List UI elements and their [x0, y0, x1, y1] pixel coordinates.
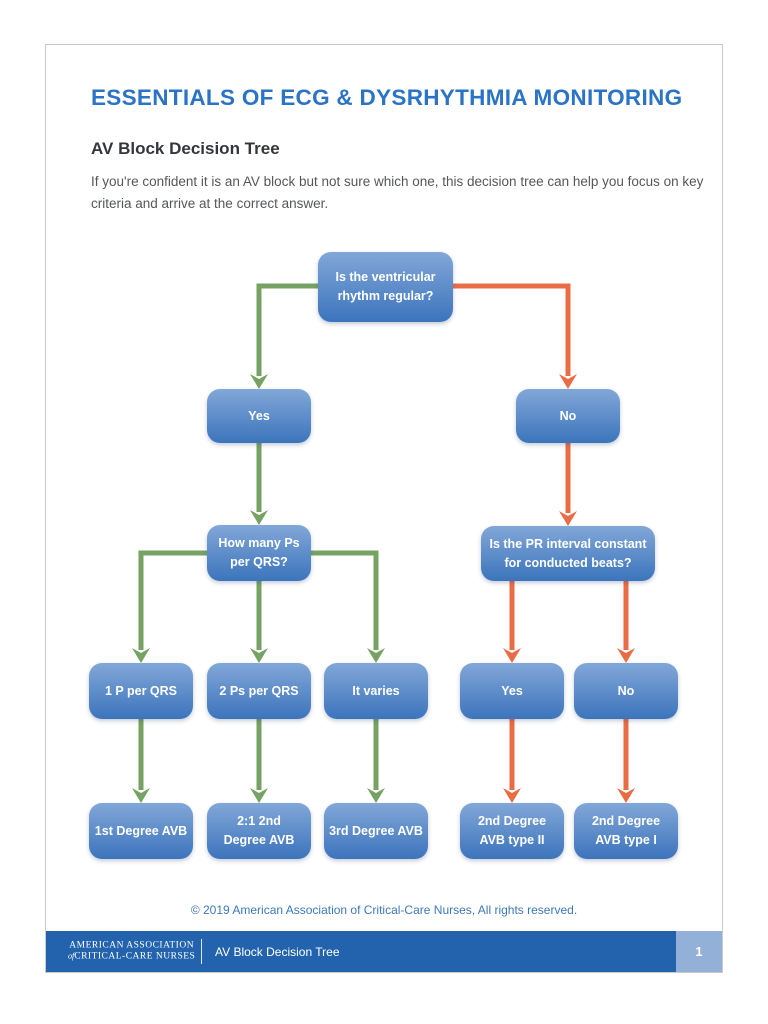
node-yes-regular: Yes	[207, 389, 311, 443]
arrowhead	[250, 788, 268, 803]
section-heading: AV Block Decision Tree	[91, 139, 280, 158]
footer-divider	[201, 939, 202, 964]
aacn-logo: AMERICAN ASSOCIATION ofCRITICAL-CARE NUR…	[68, 940, 195, 963]
node-21-second-degree-avb: 2:1 2nd Degree AVB	[207, 803, 311, 859]
page-number-badge: 1	[676, 931, 722, 972]
page-title: ESSENTIALS OF ECG & DYSRHYTHMIA MONITORI…	[91, 85, 683, 110]
node-no-irregular: No	[516, 389, 620, 443]
node-no-pr-constant: No	[574, 663, 678, 719]
decision-tree: Is the ventricular rhythm regular? Yes N…	[46, 45, 722, 972]
arrowhead	[132, 648, 150, 663]
arrowhead	[617, 788, 635, 803]
arrowhead	[250, 648, 268, 663]
node-how-many-ps: How many Ps per QRS?	[207, 525, 311, 581]
arrowhead	[559, 511, 577, 526]
footer-bar: AMERICAN ASSOCIATION ofCRITICAL-CARE NUR…	[46, 931, 722, 972]
node-one-p-per-qrs: 1 P per QRS	[89, 663, 193, 719]
node-second-degree-type-ii: 2nd Degree AVB type II	[460, 803, 564, 859]
arrowhead	[132, 788, 150, 803]
arrowhead	[367, 648, 385, 663]
footer-doc-title: AV Block Decision Tree	[215, 944, 340, 959]
copyright-text: © 2019 American Association of Critical-…	[190, 903, 578, 917]
node-it-varies: It varies	[324, 663, 428, 719]
aacn-logo-line1: AMERICAN ASSOCIATION	[69, 940, 195, 951]
arrowhead	[559, 374, 577, 389]
document-page: ESSENTIALS OF ECG & DYSRHYTHMIA MONITORI…	[45, 44, 723, 973]
node-root-question: Is the ventricular rhythm regular?	[318, 252, 453, 322]
node-second-degree-type-i: 2nd Degree AVB type I	[574, 803, 678, 859]
arrowhead	[503, 788, 521, 803]
arrowhead	[503, 648, 521, 663]
arrowhead	[250, 510, 268, 525]
node-two-ps-per-qrs: 2 Ps per QRS	[207, 663, 311, 719]
aacn-logo-line2: ofCRITICAL-CARE NURSES	[68, 951, 196, 962]
node-yes-pr-constant: Yes	[460, 663, 564, 719]
intro-text: If you're confident it is an AV block bu…	[91, 174, 704, 211]
arrowhead	[617, 648, 635, 663]
arrowhead	[367, 788, 385, 803]
arrowhead	[250, 374, 268, 389]
node-pr-constant: Is the PR interval constant for conducte…	[481, 526, 655, 581]
node-third-degree-avb: 3rd Degree AVB	[324, 803, 428, 859]
node-first-degree-avb: 1st Degree AVB	[89, 803, 193, 859]
